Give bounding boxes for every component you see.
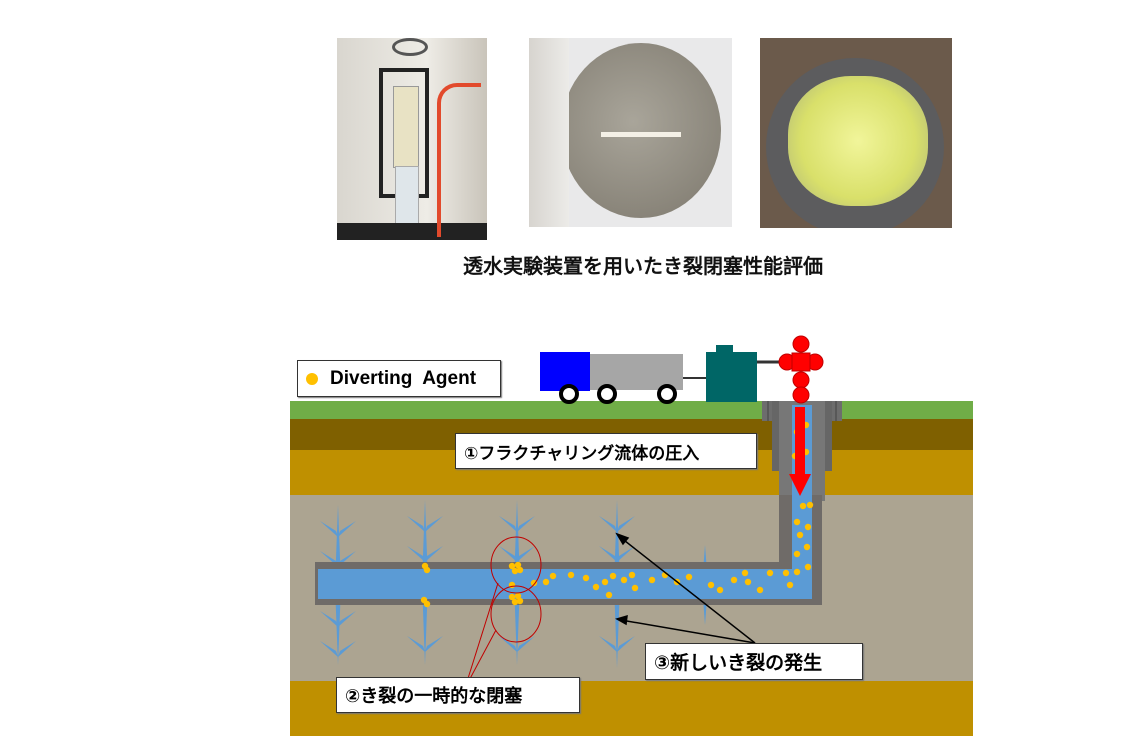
agent-particle — [793, 568, 801, 576]
fracture — [499, 500, 535, 665]
photo-permeability-apparatus — [337, 38, 487, 240]
legend-box: Diverting Agent — [297, 360, 501, 397]
figure-caption: 透水実験装置を用いたき裂閉塞性能評価 — [463, 254, 823, 278]
agent-particle — [514, 592, 522, 600]
agent-particle — [549, 572, 557, 580]
agent-particle — [685, 573, 693, 581]
agent-particle — [516, 597, 524, 605]
agent-particle — [620, 576, 628, 584]
agent-particle — [592, 583, 600, 591]
agent-particle — [806, 501, 814, 509]
agent-particle — [423, 600, 431, 608]
agent-dot-icon — [306, 372, 318, 385]
agent-particle — [804, 563, 812, 571]
agent-particle — [508, 593, 516, 601]
agent-particle — [799, 502, 807, 510]
agent-particle — [766, 569, 774, 577]
step3-label: ③新しいき裂の発生 — [645, 643, 863, 680]
agent-particle — [707, 581, 715, 589]
agent-particle — [601, 578, 609, 586]
photo-slotted-disc — [529, 38, 732, 227]
agent-particle — [511, 567, 519, 575]
agent-particle — [530, 579, 538, 587]
agent-particle — [567, 571, 575, 579]
agent-particle — [793, 518, 801, 526]
agent-particle — [582, 574, 590, 582]
agent-particle — [542, 578, 550, 586]
agent-particle — [423, 566, 431, 574]
truck — [540, 352, 706, 404]
injection-arrow — [789, 407, 811, 496]
agent-particle — [786, 581, 794, 589]
agent-particle — [511, 598, 519, 606]
agent-particle — [804, 523, 812, 531]
pointer-arrows — [615, 532, 756, 644]
agent-particle — [730, 576, 738, 584]
agent-particle — [793, 550, 801, 558]
agent-particle — [796, 531, 804, 539]
agent-particle — [516, 566, 524, 574]
step1-label: ①フラクチャリング流体の圧入 — [455, 433, 757, 469]
agent-particle — [631, 584, 639, 592]
agent-particle — [716, 586, 724, 594]
agent-particle — [744, 578, 752, 586]
wellhead — [778, 335, 824, 404]
legend-label: Diverting Agent — [330, 367, 477, 389]
agent-particle — [514, 561, 522, 569]
agent-particle — [605, 591, 613, 599]
step2-label: ②き裂の一時的な閉塞 — [336, 677, 580, 713]
agent-particle — [609, 572, 617, 580]
agent-particle — [756, 586, 764, 594]
agent-particle — [741, 569, 749, 577]
grass-layer — [290, 401, 973, 419]
agent-particle — [803, 543, 811, 551]
photo-diverting-agent-granules — [760, 38, 952, 228]
agent-particle — [648, 576, 656, 584]
wellbore-fluid — [318, 405, 812, 599]
agent-particle — [508, 562, 516, 570]
pump-tank — [706, 345, 786, 402]
agent-particle — [782, 569, 790, 577]
agent-particle — [628, 571, 636, 579]
